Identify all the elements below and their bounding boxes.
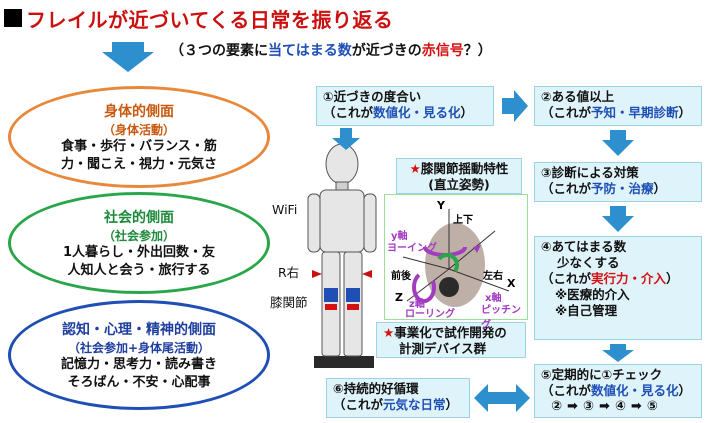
knee-joint-label: 膝関節: [270, 295, 308, 310]
cycle-chain: ② ➡ ③ ➡ ④ ➡ ⑤: [551, 399, 658, 414]
device-box: ★事業化で試作開発の 計測デバイス群: [376, 322, 526, 358]
arrow-right-icon: [502, 90, 528, 122]
step-1-box: ①近づきの度合い （これが数値化・見る化）: [316, 86, 494, 126]
knee-axes-photo: Y 上下 y軸 ヨーイング 前後 左右 X x軸 ピッチング Z z軸 ローリン…: [384, 194, 528, 331]
chain-arrow-icon: ➡: [630, 399, 642, 414]
down-arrow-icon: [102, 42, 154, 72]
step-3-box: ③診断による対策 （これが予防・治療）: [534, 162, 702, 202]
chain-arrow-icon: ➡: [598, 399, 610, 414]
robot-figure: [307, 143, 377, 368]
arrow-down-icon: [602, 130, 634, 156]
arrow-down-icon: [602, 206, 634, 232]
title-square-icon: [4, 9, 22, 27]
note-medical: ※医療的介入: [555, 287, 630, 302]
physical-aspect-ellipse: 身体的側面 （身体活動） 食事・歩行・バランス・筋 力・聞こえ・視力・元気さ: [8, 86, 270, 188]
arrow-down-icon: [602, 344, 634, 362]
arrow-left-right-icon: [474, 384, 530, 412]
knee-characteristic-box: ★膝関節揺動特性 (直立姿勢): [396, 158, 522, 194]
wifi-label: WiFi: [272, 202, 298, 217]
step-2-box: ②ある値以上 （これが予知・早期診断）: [534, 86, 702, 126]
step-5-box: ⑤定期的に①チェック （これが数値化・見る化） ② ➡ ③ ➡ ④ ➡ ⑤: [534, 364, 702, 418]
page-title: フレイルが近づいてくる日常を振り返る: [4, 4, 393, 32]
chain-arrow-icon: ➡: [567, 399, 578, 414]
note-self: ※自己管理: [555, 303, 618, 318]
social-aspect-ellipse: 社会的側面 （社会参加） 1人暮らし・外出回数・友 人知人と会う・旅行する: [8, 192, 270, 294]
right-label: R右: [278, 265, 300, 280]
subtitle: （３つの要素に当てはまる数が近づきの赤信号？）: [170, 43, 492, 59]
star-icon: ★: [383, 325, 395, 340]
axes-diagram: [402, 209, 510, 307]
step-6-box: ⑥持続的好循環 （これが元気な日常）: [326, 378, 470, 418]
cognitive-aspect-ellipse: 認知・心理・精神的側面 （社会参加+身体尾活動） 記憶力・思考力・読み書き そろ…: [8, 300, 270, 410]
star-icon: ★: [409, 161, 421, 176]
step-4-box: ④あてはまる数 少なくする （これが実行力・介入） ※医療的介入 ※自己管理: [534, 236, 702, 340]
